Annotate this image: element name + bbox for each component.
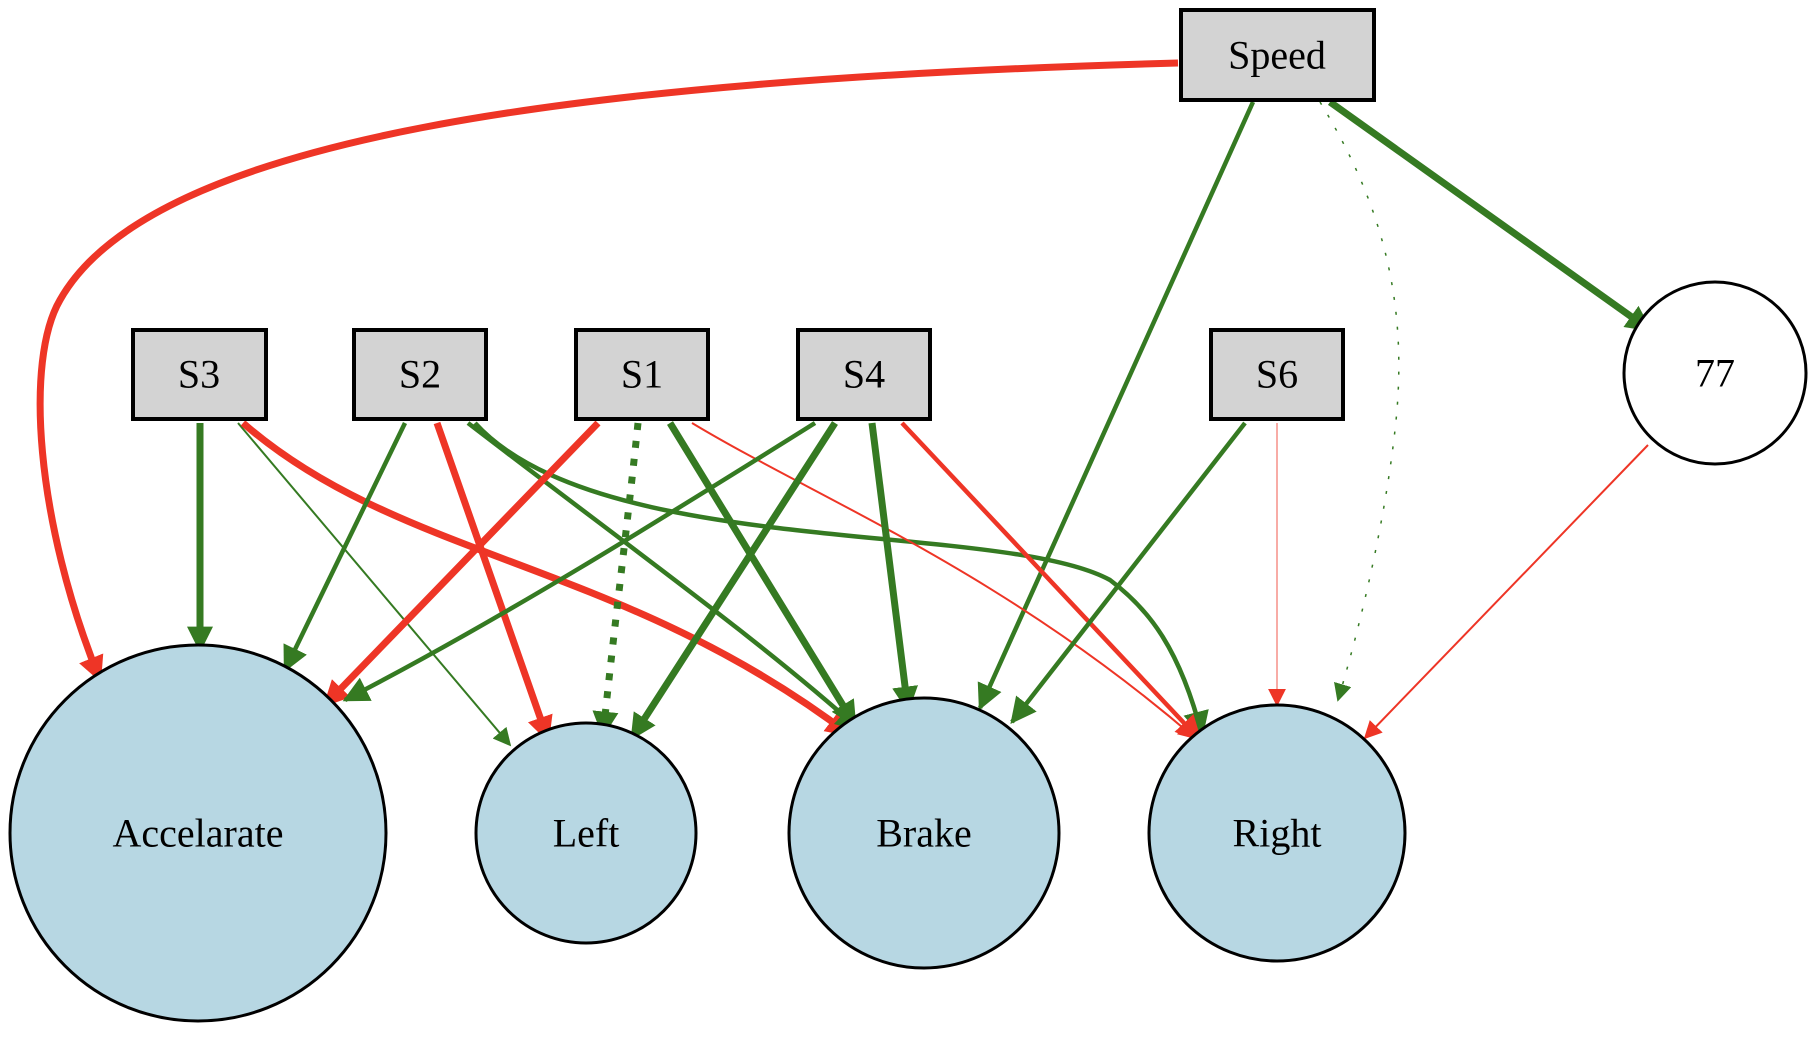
- node-left: Left: [474, 721, 698, 945]
- node-right: Right: [1147, 703, 1407, 963]
- edge-s3-left: [237, 422, 512, 747]
- edge-s4-right: [900, 421, 1202, 742]
- node-left-label: Left: [553, 811, 620, 856]
- edge-s2-right: [473, 421, 1209, 738]
- node-brake: Brake: [787, 696, 1061, 970]
- node-speed-label: Speed: [1228, 33, 1326, 78]
- node-s2-label: S2: [399, 352, 441, 397]
- edge-s4-brake: [868, 422, 918, 713]
- edge-s4-accelarate: [342, 421, 817, 702]
- edge-s1-accelarate: [322, 420, 601, 708]
- node-s3: S3: [131, 328, 268, 421]
- edge-s3-brake: [240, 420, 853, 738]
- node-s1: S1: [574, 328, 710, 421]
- edge-s1-brake: [667, 421, 858, 728]
- node-s6: S6: [1209, 328, 1345, 421]
- node-brake-label: Brake: [876, 811, 972, 856]
- node-speed: Speed: [1179, 8, 1376, 102]
- node-s2: S2: [352, 328, 488, 421]
- edge-s6-brake: [1010, 421, 1247, 725]
- edge-s2-brake: [466, 421, 862, 732]
- edge-s1-right: [691, 422, 1197, 740]
- node-77-label: 77: [1695, 351, 1735, 396]
- node-right-label: Right: [1233, 811, 1322, 856]
- edge-77-right: [1363, 444, 1649, 740]
- node-77: 77: [1622, 280, 1808, 466]
- edge-speed-accelarate: [36, 59, 1179, 683]
- edge-s1-left: [592, 422, 642, 738]
- node-s3-label: S3: [178, 352, 220, 397]
- node-s6-label: S6: [1256, 352, 1298, 397]
- node-accelarate-label: Accelarate: [113, 811, 284, 856]
- edge-layer: [36, 59, 1653, 747]
- edge-s4-left: [629, 421, 838, 741]
- edge-speed-brake: [977, 101, 1256, 711]
- edge-s2-left: [433, 421, 553, 743]
- edge-s2-accelarate: [282, 422, 408, 673]
- node-s1-label: S1: [621, 352, 663, 397]
- node-s4: S4: [796, 328, 932, 421]
- node-s4-label: S4: [843, 352, 885, 397]
- node-accelarate: Accelarate: [8, 643, 388, 1023]
- edge-speed-77: [1327, 99, 1653, 333]
